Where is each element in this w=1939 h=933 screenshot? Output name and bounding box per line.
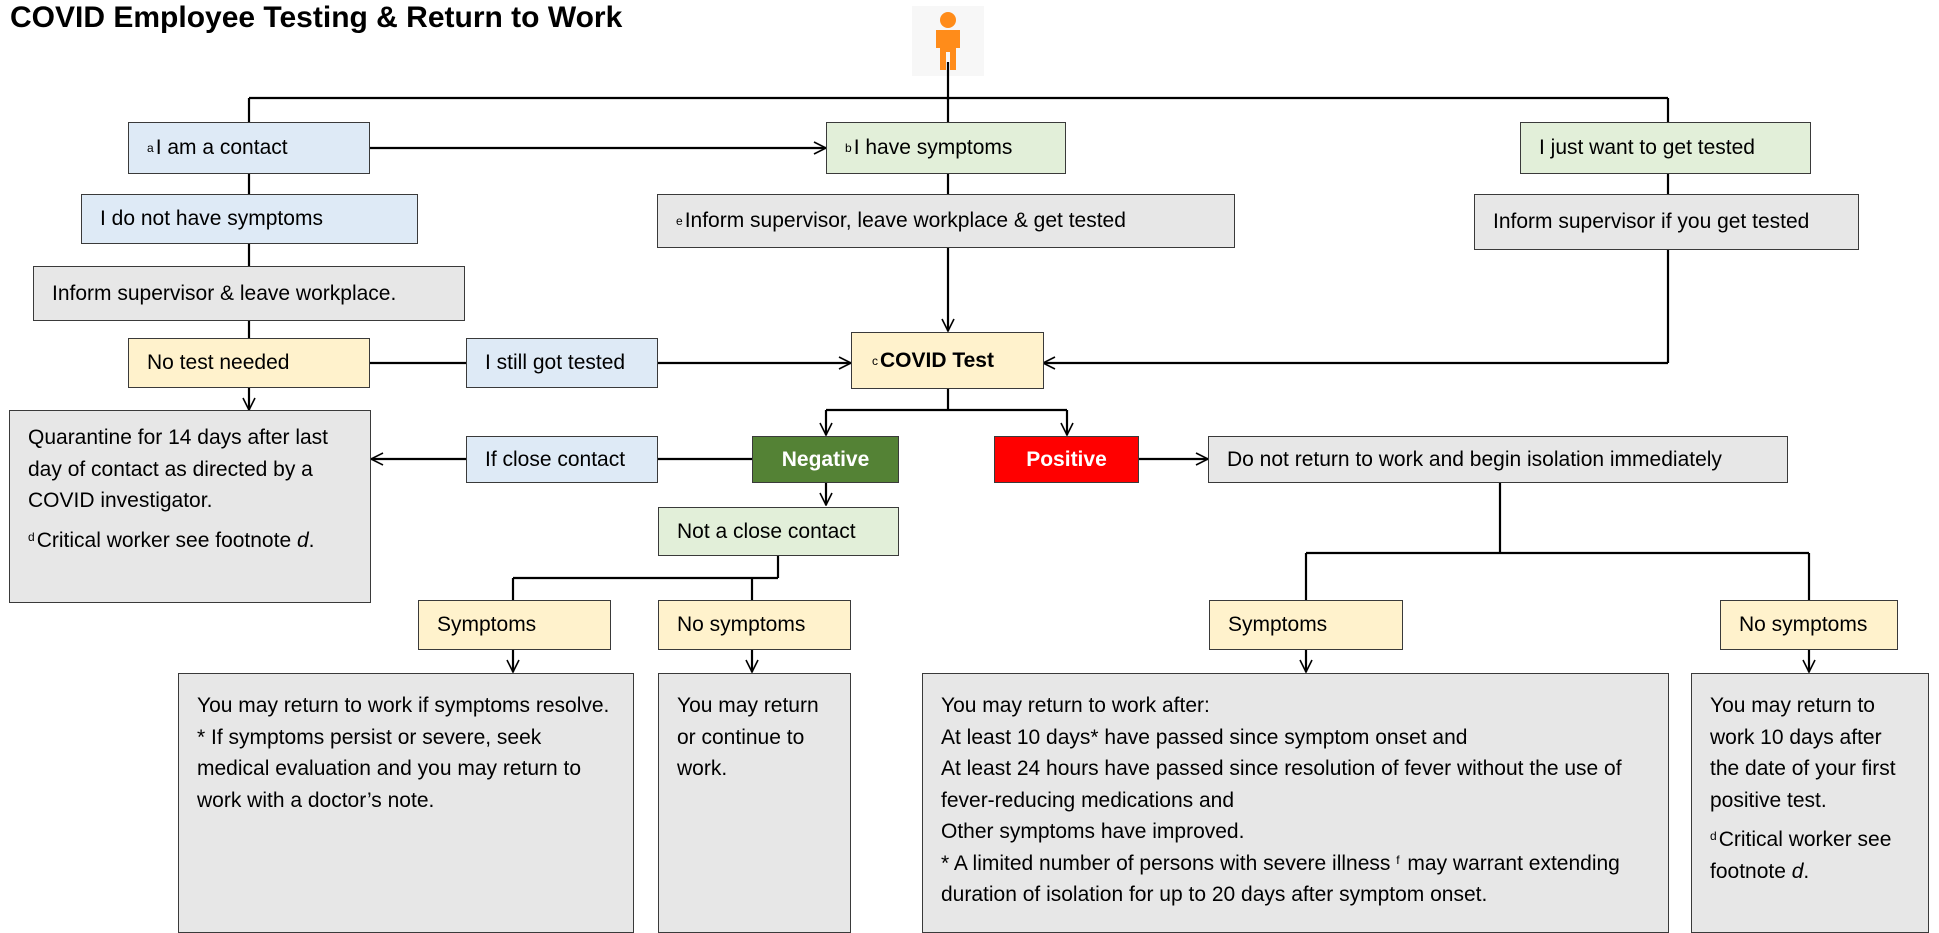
pos-no-symptoms-node: No symptoms — [1720, 600, 1898, 650]
negative-node: Negative — [752, 436, 899, 483]
connector-lines — [0, 62, 1939, 913]
inform-supervisor-node: Inform supervisor & leave workplace. — [33, 266, 465, 321]
isolation-node: Do not return to work and begin isolatio… — [1208, 436, 1788, 483]
want-test-node: I just want to get tested — [1520, 122, 1811, 174]
positive-node: Positive — [994, 436, 1139, 483]
return-after-node: You may return to work after: At least 1… — [922, 673, 1669, 933]
if-close-contact-node: If close contact — [466, 436, 658, 483]
neg-no-symptoms-node: No symptoms — [658, 600, 851, 650]
return-if-resolve-node: You may return to work if symptoms resol… — [178, 673, 634, 933]
no-test-needed-node: No test needed — [128, 338, 370, 388]
still-tested-node: I still got tested — [466, 338, 658, 388]
neg-symptoms-node: Symptoms — [418, 600, 611, 650]
not-close-contact-node: Not a close contact — [658, 507, 899, 556]
pos-symptoms-node: Symptoms — [1209, 600, 1403, 650]
quarantine-node: Quarantine for 14 days after last day of… — [9, 410, 371, 603]
return-or-continue-node: You may return or continue to work. — [658, 673, 851, 933]
page-title: COVID Employee Testing & Return to Work — [10, 1, 623, 34]
person-icon — [912, 6, 984, 76]
no-symptoms-node: I do not have symptoms — [81, 194, 418, 244]
inform-if-tested-node: Inform supervisor if you get tested — [1474, 194, 1859, 250]
return-ten-days-node: You may return to work 10 days after the… — [1691, 673, 1929, 933]
